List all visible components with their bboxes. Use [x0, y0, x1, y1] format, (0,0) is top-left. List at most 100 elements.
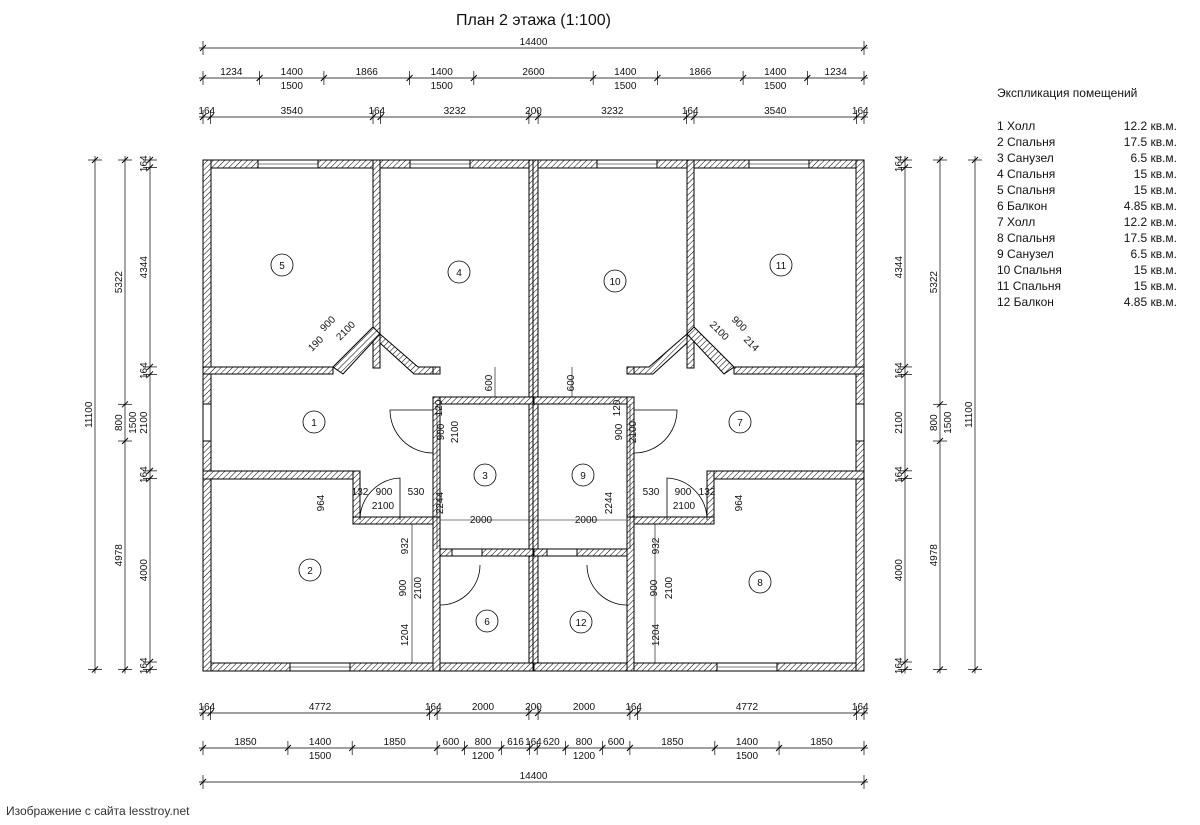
room-number: 4: [456, 268, 462, 279]
dimension-tick: [971, 666, 979, 673]
dimension-tick: [146, 371, 154, 378]
dimension-value: 1850: [234, 737, 257, 748]
inner-dimension-value: 1204: [400, 623, 411, 646]
dimension-value: 2100: [139, 411, 150, 434]
dimension-tick: [533, 744, 541, 752]
source-caption: Изображение с сайта lesstroy.net: [6, 804, 190, 818]
dimension-value: 1400: [614, 67, 637, 78]
dimension-subvalue: 1500: [128, 411, 139, 434]
dimension-value: 164: [139, 657, 150, 674]
dimension-value: 4772: [309, 702, 332, 713]
dimension-tick: [690, 113, 698, 121]
dimension-tick: [146, 666, 154, 673]
dimension-value: 1400: [309, 737, 332, 748]
dimension-value: 14400: [520, 37, 548, 48]
inner-dimension-value: 2100: [664, 576, 675, 599]
dimension-value: 164: [139, 362, 150, 379]
dimension-tick: [525, 113, 533, 121]
room-name: 8 Спальня: [997, 231, 1056, 245]
dimension-tick: [207, 709, 214, 717]
dimension-tick: [654, 74, 661, 82]
wall: [532, 159, 539, 672]
inner-dimension-value: 132: [352, 487, 369, 498]
door-closet: [666, 477, 708, 521]
room-marker: [569, 610, 593, 634]
window: [451, 548, 483, 557]
room-number: 1: [311, 418, 317, 429]
room-area: 12.2 кв.м.: [1123, 215, 1177, 229]
dimension-value: 200: [525, 106, 542, 117]
inner-dimension-value: 900: [376, 487, 393, 498]
dimension-value: 164: [682, 106, 699, 117]
dimension-value: 2000: [472, 702, 495, 713]
dimension-tick: [121, 400, 129, 408]
dimension-tick: [936, 400, 944, 408]
dimension-tick: [901, 467, 909, 475]
dimension-tick: [901, 666, 909, 673]
wall: [533, 159, 865, 169]
dimension-tick: [634, 709, 641, 717]
dimension-value: 164: [425, 702, 442, 713]
room-area: 12.2 кв.м.: [1123, 119, 1177, 133]
room-area: 15 кв.м.: [1133, 167, 1177, 181]
inner-dimension-value: 1204: [651, 623, 662, 646]
room-name: 6 Балкон: [997, 199, 1048, 213]
dimension-value: 164: [852, 702, 869, 713]
dimension-tick: [426, 709, 433, 717]
dimension-subvalue: 1500: [281, 81, 304, 92]
dimension-tick: [461, 744, 468, 752]
doors: [359, 409, 708, 606]
inner-dimension-value: 132: [699, 487, 716, 498]
dimension-tick: [860, 113, 868, 121]
dimension-tick: [901, 658, 909, 666]
dimension-value: 4000: [139, 559, 150, 582]
dimension-tick: [121, 666, 129, 673]
dimension-tick: [936, 156, 944, 164]
dimension-tick: [711, 744, 719, 752]
room-name: 5 Спальня: [997, 183, 1056, 197]
dimension-tick: [936, 666, 944, 673]
room-marker: [447, 260, 471, 284]
room-area: 17.5 кв.м.: [1123, 231, 1177, 245]
dimension-tick: [284, 744, 292, 752]
room-name: 10 Спальня: [997, 263, 1062, 277]
room-marker: [728, 410, 752, 434]
room-area: 17.5 кв.м.: [1123, 135, 1177, 149]
dimension-tick: [498, 744, 505, 752]
dimension-value: 1400: [431, 67, 454, 78]
dimension-subvalue: 1500: [943, 411, 954, 434]
inner-dimension-value: 2100: [334, 319, 358, 343]
dimension-value: 4344: [139, 256, 150, 279]
dimension-tick: [199, 74, 207, 82]
dimension-tick: [146, 156, 154, 164]
dimension-tick: [121, 437, 129, 445]
dimension-value: 14400: [520, 771, 548, 782]
dimension-value: 620: [543, 737, 560, 748]
dimension-tick: [146, 467, 154, 475]
dimension-tick: [199, 113, 207, 121]
wall: [633, 332, 688, 375]
wall: [686, 159, 695, 369]
wall: [202, 159, 534, 169]
dimension-value: 1866: [689, 67, 712, 78]
room-marker: [302, 410, 326, 434]
wall: [626, 516, 635, 672]
dimension-value: 616: [507, 737, 524, 748]
dimension-tick: [91, 156, 99, 164]
dimension-tick: [146, 164, 154, 171]
dimension-value: 200: [525, 702, 542, 713]
window: [202, 403, 212, 442]
inner-dimension-value: 964: [734, 494, 745, 511]
inner-dimension-value: 530: [643, 487, 660, 498]
dimension-tick: [534, 709, 542, 717]
dimension-value: 2100: [894, 411, 905, 434]
wall: [432, 548, 534, 557]
dimension-value: 800: [576, 737, 593, 748]
dimension-tick: [525, 709, 533, 717]
room-marker: [769, 253, 793, 277]
dimension-tick: [901, 164, 909, 171]
